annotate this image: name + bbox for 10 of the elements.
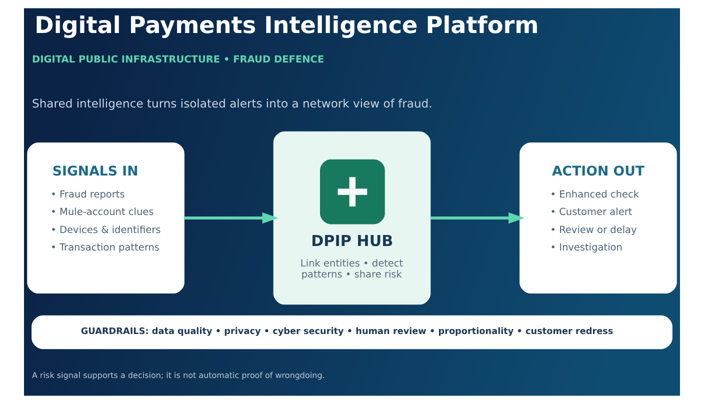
arrow — [184, 212, 278, 224]
node-box: SIGNALS IN • Fraud reports • Mule-account clues • Devices & identifiers • Transaction patterns — [27, 142, 184, 294]
arrow — [430, 212, 525, 224]
node-box: GUARDRAILS: data quality • privacy • cyber security • human review • proportionality • customer redress — [32, 315, 672, 350]
node-box: DPIP HUB Link entities • detect patterns • share risk — [273, 131, 431, 305]
label: DIGITAL PUBLIC INFRASTRUCTURE • FRAUD DEFENCE — [32, 54, 324, 66]
node-box: ACTION OUT • Enhanced check • Customer alert • Review or delay • Investigation — [520, 142, 677, 294]
label: Shared intelligence turns isolated alerts into a network view of fraud. — [32, 96, 432, 110]
label: A risk signal supports a decision; it is not automatic proof of wrongdoing. — [32, 371, 325, 380]
diagram-title: Digital Payments Intelligence Platform — [34, 12, 539, 39]
